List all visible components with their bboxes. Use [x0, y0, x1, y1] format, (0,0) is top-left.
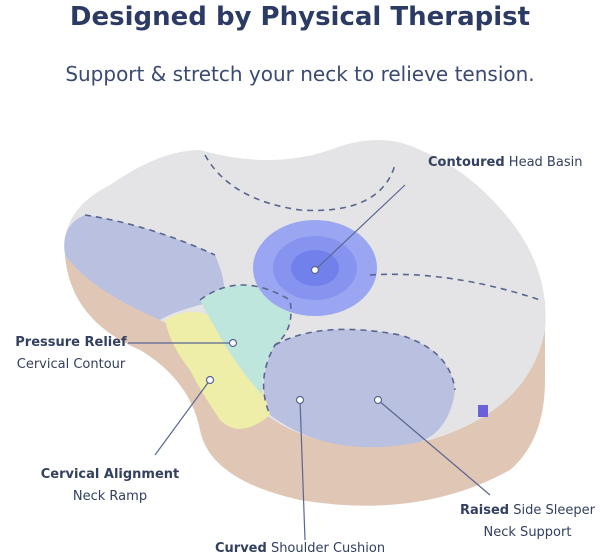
callout-text: Neck Ramp — [72, 489, 148, 504]
callout-bold: Pressure Relief — [15, 335, 127, 350]
pillow-left-panel — [64, 215, 225, 320]
cervical-contour-zone — [200, 285, 291, 395]
callout-bold: Raised — [460, 503, 510, 518]
callout-head-basin: Contoured Head Basin — [428, 152, 582, 174]
pillow-right-panel — [263, 329, 455, 448]
page-title: Designed by Physical Therapist — [69, 2, 531, 32]
callout-text: Neck Support — [483, 525, 572, 540]
callout-bold: Curved — [215, 541, 267, 556]
pillow-base — [65, 255, 545, 506]
page-subtitle: Support & stretch your neck to relieve t… — [65, 62, 535, 86]
neck-ramp-zone — [165, 312, 270, 429]
brand-tag — [478, 405, 488, 417]
callout-text: Cervical Contour — [16, 357, 126, 372]
callout-pressure-relief: Pressure Relief Cervical Contour — [6, 332, 136, 376]
callout-text: Head Basin — [504, 155, 583, 170]
callout-text: Side Sleeper — [509, 503, 595, 518]
callout-cervical-alignment: Cervical Alignment Neck Ramp — [30, 464, 190, 508]
callout-bold: Contoured — [428, 155, 505, 170]
callout-text: Shoulder Cushion — [266, 541, 386, 556]
callout-bold: Cervical Alignment — [40, 467, 180, 482]
callout-shoulder-cushion: Curved Shoulder Cushion — [215, 538, 385, 560]
callout-side-sleeper: Raised Side Sleeper Neck Support — [455, 500, 600, 544]
